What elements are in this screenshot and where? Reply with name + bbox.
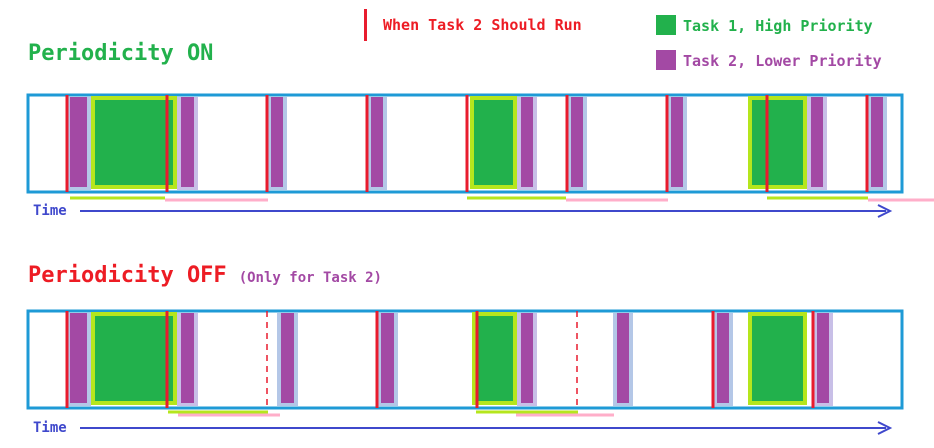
- legend-task1-label: Task 1, High Priority: [683, 17, 873, 35]
- task2-execution-block: [371, 97, 383, 187]
- task2-execution-block: [271, 97, 283, 187]
- task2-execution-block: [671, 97, 683, 187]
- task2-execution-block: [871, 97, 883, 187]
- legend-task2-label: Task 2, Lower Priority: [683, 52, 882, 70]
- legend-task1-swatch: [656, 15, 676, 35]
- task1-execution-block: [470, 96, 517, 189]
- legend-should-run-marker: [364, 9, 367, 41]
- task2-execution-block: [381, 313, 394, 403]
- task2-execution-block: [717, 313, 729, 403]
- task2-execution-block: [181, 97, 194, 187]
- task2-execution-block: [811, 97, 823, 187]
- timeline-periodicity-on: Time: [26, 93, 934, 219]
- task1-execution-block: [472, 312, 517, 405]
- task2-execution-block: [521, 313, 533, 403]
- task2-execution-block: [181, 313, 194, 403]
- panel-off-title: Periodicity OFF (Only for Task 2): [28, 263, 382, 288]
- task2-execution-block: [70, 97, 87, 187]
- task2-execution-block: [617, 313, 629, 403]
- time-axis-label: Time: [33, 420, 67, 436]
- task2-execution-block: [817, 313, 829, 403]
- task2-execution-block: [70, 313, 87, 403]
- task2-execution-block: [521, 97, 533, 187]
- legend: When Task 2 Should Run Task 1, High Prio…: [364, 9, 882, 70]
- task1-execution-block: [748, 96, 807, 189]
- task2-execution-block: [571, 97, 583, 187]
- legend-task2-swatch: [656, 50, 676, 70]
- panel-off-title-text: Periodicity OFF: [28, 263, 227, 288]
- timeline-periodicity-off: Time: [26, 309, 904, 436]
- legend-should-run-label: When Task 2 Should Run: [383, 16, 582, 34]
- task1-execution-block: [748, 312, 807, 405]
- time-axis-arrowhead: [877, 204, 893, 218]
- task1-execution-block: [91, 312, 177, 405]
- task1-execution-block: [91, 96, 177, 189]
- panel-off-subtitle: (Only for Task 2): [239, 270, 382, 286]
- time-axis-label: Time: [33, 203, 67, 219]
- time-axis-arrowhead: [877, 421, 893, 435]
- task2-execution-block: [281, 313, 294, 403]
- panel-on-title: Periodicity ON: [28, 41, 213, 66]
